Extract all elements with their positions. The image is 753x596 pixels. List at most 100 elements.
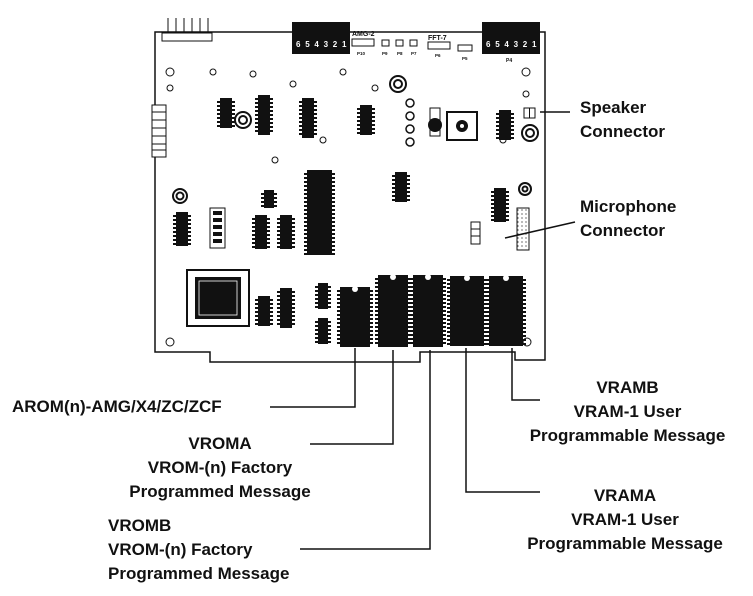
- ic-u10-pin: [267, 218, 270, 220]
- ic-u1-pin: [232, 109, 235, 111]
- vrama-socket-pin: [484, 339, 487, 341]
- terminal-left-pin-2: 2: [333, 40, 338, 49]
- ic-u12-pin: [491, 207, 494, 209]
- vrama-socket-pin: [447, 323, 450, 325]
- p7-header: [409, 39, 418, 47]
- ic-u3: [360, 105, 372, 135]
- vroma-socket-pin: [408, 302, 411, 304]
- vrama-label: VRAMA VRAM-1 User Programmable Message: [527, 486, 723, 553]
- ic-u16-pin: [328, 333, 331, 335]
- ic-u6-pin: [392, 175, 395, 177]
- ic-u6-pin: [407, 199, 410, 201]
- ic-u15-pin: [315, 306, 318, 308]
- arom-socket-pin: [337, 306, 340, 308]
- vroma-socket-pin: [375, 294, 378, 296]
- ic-u8-pin: [332, 241, 335, 243]
- arom-socket-pin: [370, 326, 373, 328]
- ic-u15: [318, 283, 328, 309]
- ic-u6-pin: [392, 183, 395, 185]
- ring-capacitors: [172, 75, 539, 204]
- ic-u6-pin: [392, 187, 395, 189]
- arom-socket-pin: [337, 342, 340, 344]
- vrama-socket-pin: [484, 295, 487, 297]
- ic-u3-pin: [357, 128, 360, 130]
- ic-u12-pin: [491, 203, 494, 205]
- ic-u3-pin: [357, 112, 360, 114]
- ic-u14-pin: [292, 295, 295, 297]
- ic-u10-pin: [267, 246, 270, 248]
- ic-u6-pin: [392, 199, 395, 201]
- vrama-socket-notch: [464, 275, 470, 281]
- ic-u16-pin: [315, 341, 318, 343]
- ic-u4: [302, 98, 314, 138]
- vramb-socket-pin: [486, 335, 489, 337]
- p5-label: P5: [462, 56, 468, 61]
- ic-u1-pin: [217, 105, 220, 107]
- ic-u5-pin: [511, 125, 514, 127]
- ic-u14-pin: [277, 323, 280, 325]
- ic-u10-pin: [267, 222, 270, 224]
- ic-u13-pin: [255, 299, 258, 301]
- ic-u16-pin: [328, 337, 331, 339]
- ic-u12-pin: [491, 191, 494, 193]
- ic-u2-pin: [255, 110, 258, 112]
- vroma-socket-pin: [375, 282, 378, 284]
- vrama-socket-pin: [447, 279, 450, 281]
- vroma-socket-pin: [408, 326, 411, 328]
- vromb-socket-pin: [443, 342, 446, 344]
- ic-u7: [264, 190, 274, 208]
- vromb-socket-pin: [410, 298, 413, 300]
- ic-u7-pin: [274, 197, 277, 199]
- ic-u8-pin: [304, 185, 307, 187]
- ic-u8-pin: [332, 237, 335, 239]
- vromb-socket-pin: [410, 306, 413, 308]
- vroma-socket-pin: [408, 342, 411, 344]
- ic-u4-pin: [299, 101, 302, 103]
- ic-u8-pin: [332, 197, 335, 199]
- ic-u8-pin: [304, 217, 307, 219]
- ic-u4-pin: [299, 117, 302, 119]
- arom-socket-pin: [370, 334, 373, 336]
- ic-u8-pin: [304, 245, 307, 247]
- ic-u1-pin: [232, 113, 235, 115]
- vramb-socket-pin: [486, 287, 489, 289]
- ic-u13-pin: [270, 311, 273, 313]
- vromb-socket-pin: [410, 294, 413, 296]
- vramb-socket-pin: [523, 307, 526, 309]
- ic-u8-pin: [304, 205, 307, 207]
- microphone-connector: [470, 221, 481, 245]
- ic-u1-pin: [217, 109, 220, 111]
- vrama-socket-pin: [484, 283, 487, 285]
- terminal-left-pin-6: 6: [296, 40, 301, 49]
- terminal-left-pin-1: 1: [342, 40, 347, 49]
- ic-u4-pin: [299, 113, 302, 115]
- ic-u11-pin: [277, 246, 280, 248]
- ic-u8-pin: [304, 181, 307, 183]
- ic-u8-pin: [332, 249, 335, 251]
- ic-u2-pin: [270, 130, 273, 132]
- terminal-right-pin-1: 1: [532, 40, 537, 49]
- left-edge-connector: [151, 104, 167, 158]
- terminal-right-pin-6: 6: [486, 40, 491, 49]
- ic-u1-pin: [217, 117, 220, 119]
- ic-u15-pin: [328, 302, 331, 304]
- vromb-socket-pin: [443, 318, 446, 320]
- ic-u2-pin: [255, 130, 258, 132]
- vromb-socket-pin: [443, 326, 446, 328]
- ic-u1: [220, 98, 232, 128]
- ic-u8-pin: [332, 177, 335, 179]
- ic-u1-pin: [217, 121, 220, 123]
- ic-u4-pin: [314, 125, 317, 127]
- ic-u5-pin: [496, 117, 499, 119]
- vrama-socket-pin: [484, 311, 487, 313]
- arom-socket-pin: [370, 330, 373, 332]
- dip-switch: [209, 207, 226, 249]
- vroma-socket-pin: [408, 314, 411, 316]
- ic-u1-pin: [232, 121, 235, 123]
- vrama-socket-pin: [447, 291, 450, 293]
- ic-u6-pin: [407, 187, 410, 189]
- ic-u4-pin: [299, 121, 302, 123]
- ic-u13-pin: [270, 299, 273, 301]
- ic-u14-pin: [292, 319, 295, 321]
- ic-u5-pin: [496, 129, 499, 131]
